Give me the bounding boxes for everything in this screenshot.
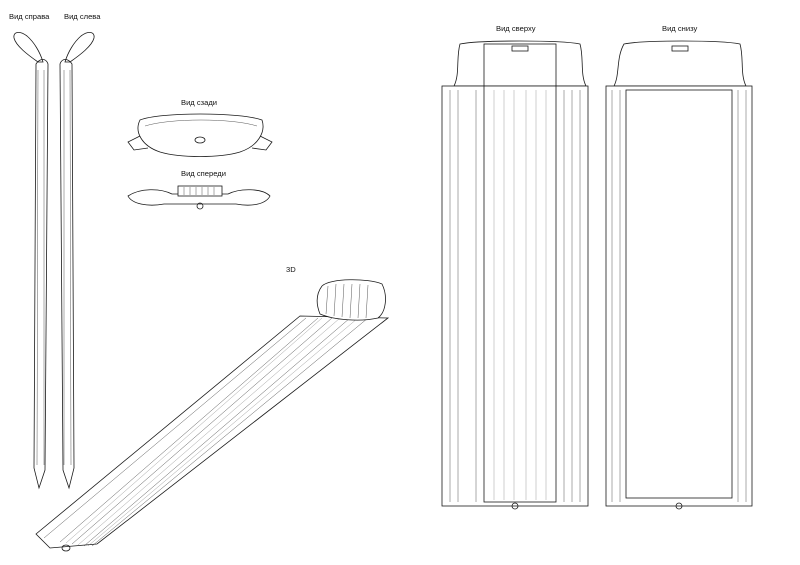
view-front-label: Вид спереди [181,169,226,178]
iso-valve [61,544,71,552]
back-ridge [144,119,258,127]
iso-pillow [316,279,386,321]
back-body [137,113,264,157]
view-3d-label: 3D [286,265,296,274]
view-left-label: Вид слева [64,12,101,21]
top-center-ribs [493,90,547,500]
view-back-label: Вид сзади [181,98,217,107]
view-bottom-label: Вид снизу [662,24,697,33]
right-side-pillow [13,32,44,63]
view-right-label: Вид справа [9,12,50,21]
top-pillow [453,40,587,87]
back-right-handle [251,135,273,151]
top-mattress-outline [441,85,589,507]
bottom-inner-panel [625,89,733,499]
bottom-side-tubes [611,90,747,502]
front-valve [196,202,204,210]
view-back: Вид сзади [127,98,273,157]
right-side-body [33,59,49,490]
bottom-valve [675,502,683,510]
left-side-inner [63,69,72,466]
top-side-tubes [449,90,581,502]
view-bottom: Вид снизу [605,24,753,510]
view-front: Вид спереди [127,169,271,210]
left-side-pillow [64,32,95,63]
bottom-pillow-valve [671,45,689,52]
top-pillow-valve [511,45,529,52]
back-valve [194,136,206,144]
front-body [127,189,271,206]
view-top-label: Вид сверху [496,24,536,33]
back-left-handle [127,135,149,151]
front-pillow-ribs [183,187,215,195]
view-top: Вид сверху [441,24,589,510]
iso-mattress-outline [35,315,390,549]
bottom-pillow [613,40,747,87]
view-right: Вид справа [9,12,50,490]
front-pillow [177,185,223,197]
top-valve [511,502,519,510]
iso-rib-lines [65,317,359,547]
view-3d: 3D [35,265,390,552]
iso-pillow-ribs [325,283,369,319]
top-center-panel [483,43,557,503]
iso-tube-lines [43,317,369,547]
bottom-mattress-outline [605,85,753,507]
left-side-body [59,59,75,490]
view-left: Вид слева [59,12,101,490]
right-side-inner [36,69,45,466]
